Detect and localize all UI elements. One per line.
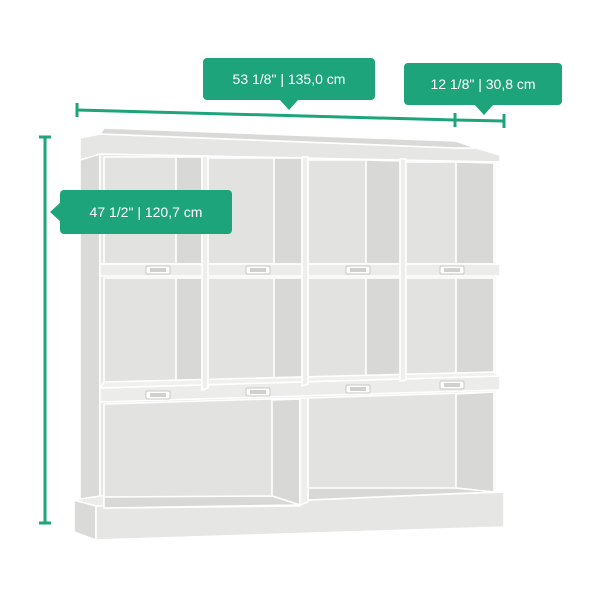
label-holder-slots — [150, 268, 460, 397]
cubby-inner-wall — [175, 277, 203, 387]
cubby-inner-wall — [271, 398, 301, 506]
width-dimension-line — [75, 103, 457, 127]
top-crown-back-edge — [99, 127, 477, 149]
label-holder-slot — [444, 268, 460, 272]
label-holder-slot — [150, 268, 166, 272]
cubby-inner-wall — [455, 161, 495, 265]
width-callout: 53 1/8" | 135,0 cm — [203, 58, 375, 110]
label-holder-slot — [250, 390, 266, 394]
depth-callout: 12 1/8" | 30,8 cm — [404, 63, 562, 115]
height-callout: 47 1/2" | 120,7 cm — [50, 190, 232, 234]
cubby-inner-wall — [365, 277, 405, 381]
vertical-divider — [301, 156, 309, 387]
height-label: 47 1/2" | 120,7 cm — [89, 204, 203, 220]
label-holder-slot — [250, 268, 266, 272]
cubby-inner-wall — [455, 391, 495, 493]
label-holder-slot — [444, 383, 460, 387]
cubby-inner-wall — [365, 159, 405, 265]
height-dimension-line — [39, 135, 51, 525]
label-holder-slot — [350, 268, 366, 272]
middle-cubby-inner-panels — [175, 277, 495, 387]
cubby-compartment-large — [103, 397, 301, 509]
vertical-divider — [399, 158, 407, 382]
cubby-inner-wall — [455, 277, 495, 380]
vertical-divider — [299, 397, 309, 506]
width-label: 53 1/8" | 135,0 cm — [232, 71, 346, 87]
label-holder-slot — [350, 387, 366, 391]
depth-dimension-line — [454, 114, 506, 128]
label-holder-slot — [150, 393, 166, 397]
bottom-cubby-row — [103, 391, 495, 509]
base-plinth-side — [73, 499, 97, 541]
bookcase — [73, 127, 505, 541]
depth-label: 12 1/8" | 30,8 cm — [430, 76, 536, 92]
cubby-floor — [103, 495, 301, 509]
